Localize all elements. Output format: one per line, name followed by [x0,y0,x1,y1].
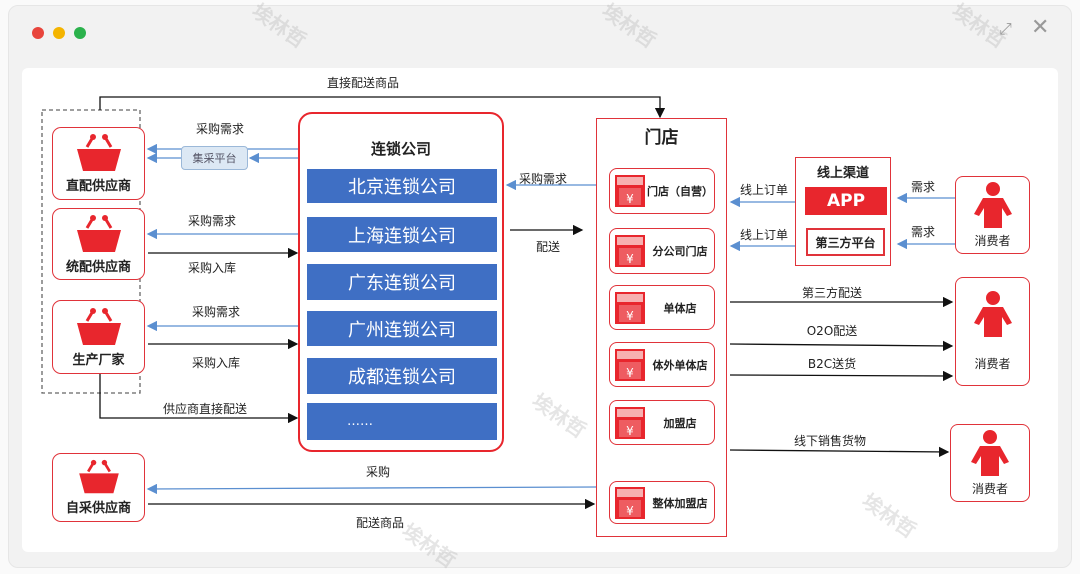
label-purchase-demand: 采购需求 [187,214,237,228]
store-label: 整体加盟店 [652,496,708,510]
store-label: 单体店 [663,301,697,315]
store-franchise: ¥ 加盟店 [609,400,715,445]
svg-text:¥: ¥ [626,366,634,380]
branch-guangdong: 广东连锁公司 [307,264,497,300]
minimize-dot[interactable] [53,27,65,39]
store-single: ¥ 单体店 [609,285,715,330]
stores-title: 门店 [644,128,679,148]
label-supplier-direct: 供应商直接配送 [162,402,248,416]
store-label: 体外单体店 [652,358,708,372]
chain-company-title: 连锁公司 [370,140,431,158]
label-store-demand: 采购需求 [518,172,568,186]
branch-shanghai: 上海连锁公司 [307,217,497,252]
supplier-manufacturer: 生产厂家 [52,300,145,374]
svg-text:¥: ¥ [626,504,634,518]
basket-icon [78,459,119,494]
branch-more: …… [307,403,497,440]
person-icon [971,429,1009,476]
label-purchase-stockin: 采购入库 [191,356,241,370]
branch-guangzhou: 广州连锁公司 [307,311,497,346]
label-direct-delivery: 直接配送商品 [326,76,400,90]
label-demand: 需求 [910,225,936,239]
basket-icon [76,134,121,171]
svg-text:¥: ¥ [626,192,634,206]
consumer-offline: 消费者 [950,424,1030,502]
label-b2c: B2C送货 [807,357,857,371]
store-self-operated: ¥ 门店（自营） [609,168,715,214]
consumer-label: 消费者 [974,233,1011,248]
label-purchase-demand: 采购需求 [191,305,241,319]
store-icon: ¥ [615,406,645,439]
label-deliver: 配送 [535,240,561,254]
close-icon[interactable]: ✕ [1031,15,1050,40]
label-offline-sales: 线下销售货物 [793,434,867,448]
label-ship-goods: 配送商品 [355,516,405,530]
label-third-party-delivery: 第三方配送 [801,286,863,300]
branch-chengdu: 成都连锁公司 [307,358,497,394]
close-dot[interactable] [32,27,44,39]
person-icon [973,181,1012,228]
store-icon: ¥ [615,348,645,381]
expand-icon[interactable]: ⤢ [999,19,1012,38]
store-label: 门店（自营） [647,185,713,198]
store-icon: ¥ [615,486,645,519]
store-full-franchise: ¥ 整体加盟店 [609,481,715,524]
store-label: 加盟店 [663,416,697,430]
supplier-unified: 统配供应商 [52,208,145,280]
consumer-online: 消费者 [955,176,1030,254]
basket-icon [76,307,121,345]
third-party-platform: 第三方平台 [806,228,885,256]
store-label: 分公司门店 [652,245,708,258]
procurement-platform: 集采平台 [181,146,248,170]
consumer-label: 消费者 [974,357,1011,371]
consumer-delivery: 消费者 [955,277,1030,386]
label-o2o: O2O配送 [806,324,858,338]
app-channel: APP [805,187,887,215]
store-external-single: ¥ 体外单体店 [609,342,715,387]
label-purchase: 采购 [365,465,391,479]
svg-text:¥: ¥ [626,424,634,438]
branch-beijing: 北京连锁公司 [307,169,497,203]
label-online-order: 线上订单 [739,183,789,197]
online-channel-title: 线上渠道 [816,166,869,181]
supplier-label: 直配供应商 [65,179,131,194]
supplier-label: 自采供应商 [65,501,131,516]
supplier-self-purchase: 自采供应商 [52,453,145,522]
person-icon [973,291,1012,337]
maximize-dot[interactable] [74,27,86,39]
store-icon: ¥ [615,235,645,267]
basket-icon [76,214,121,252]
label-online-order: 线上订单 [739,228,789,242]
label-demand: 需求 [910,180,936,194]
store-branch: ¥ 分公司门店 [609,228,715,274]
svg-text:¥: ¥ [626,309,634,323]
supplier-label: 统配供应商 [65,259,131,275]
label-purchase-stockin: 采购入库 [187,261,237,275]
svg-text:¥: ¥ [626,252,634,266]
store-icon: ¥ [615,291,645,324]
supplier-direct: 直配供应商 [52,127,145,200]
label-purchase-demand: 采购需求 [195,122,245,136]
store-icon: ¥ [615,175,645,207]
supplier-label: 生产厂家 [72,352,125,368]
consumer-label: 消费者 [971,481,1008,496]
